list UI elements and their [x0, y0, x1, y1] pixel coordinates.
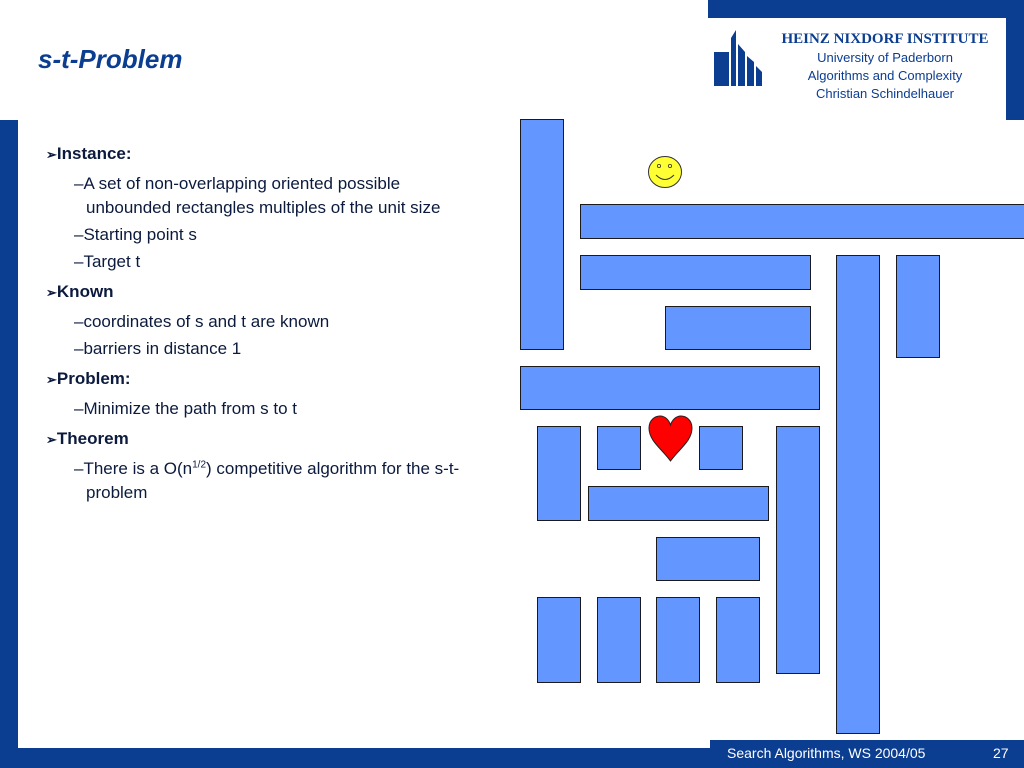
sub-item-text: Starting point s [83, 225, 197, 244]
sub-item: –A set of non-overlapping oriented possi… [74, 174, 441, 217]
barrier-rect [597, 426, 641, 470]
frame-right-bar [1006, 0, 1024, 120]
arrow-bullet-icon: ➢ [46, 147, 57, 162]
bullet-known: ➢Known [46, 277, 486, 307]
page-number: 27 [993, 745, 1009, 761]
sub-item-text: Target t [83, 252, 141, 271]
barrier-rect [665, 306, 811, 350]
barrier-rect [836, 255, 880, 734]
barrier-rect [597, 597, 641, 683]
theorem-exponent: 1/2 [192, 459, 207, 471]
footer-box [710, 740, 1024, 768]
smiley-face-icon [648, 156, 682, 188]
sub-item-text: Minimize the path from s to t [83, 399, 297, 418]
heart-icon [648, 415, 693, 462]
barrier-rect [537, 597, 581, 683]
frame-left-bar [0, 120, 18, 768]
barrier-rect [656, 597, 700, 683]
university-name: University of Paderborn [817, 50, 953, 65]
institute-name: HEINZ NIXDORF INSTITUTE [781, 31, 989, 47]
footer-course: Search Algorithms, WS 2004/05 [727, 745, 926, 761]
barrier-rect [520, 366, 820, 410]
slide-content: ➢Instance: –A set of non-overlapping ori… [46, 139, 486, 508]
barrier-rect [580, 204, 1024, 239]
arrow-bullet-icon: ➢ [46, 432, 57, 447]
sub-item: –barriers in distance 1 [74, 339, 242, 358]
barrier-rect [776, 426, 820, 674]
sub-item-theorem: –There is a O(n1/2) competitive algorith… [74, 459, 460, 502]
arrow-bullet-icon: ➢ [46, 372, 57, 387]
barrier-rect [580, 255, 811, 290]
sub-item: –Starting point s [74, 225, 197, 244]
bullet-problem: ➢Problem: [46, 364, 486, 394]
author-name: Christian Schindelhauer [815, 86, 955, 101]
frame-top-bar [708, 0, 1024, 18]
theorem-text-before: There is a O(n [83, 459, 193, 478]
sub-item: –Minimize the path from s to t [74, 399, 297, 418]
barrier-rect [699, 426, 743, 470]
institute-logo-icon [714, 30, 762, 86]
sub-item: –Target t [74, 252, 141, 271]
barrier-rect [537, 426, 581, 521]
bullet-label: Theorem [56, 429, 129, 448]
slide-title: s-t-Problem [38, 44, 183, 74]
barrier-rect [656, 537, 760, 581]
sub-item: –coordinates of s and t are known [74, 312, 330, 331]
barrier-rect [716, 597, 760, 683]
bullet-instance: ➢Instance: [46, 139, 486, 169]
bullet-label: Problem: [56, 369, 131, 388]
barrier-rect [520, 119, 564, 350]
bullet-theorem: ➢Theorem [46, 424, 486, 454]
arrow-bullet-icon: ➢ [46, 285, 57, 300]
bullet-label: Known [56, 282, 114, 301]
barrier-rect [588, 486, 769, 521]
barrier-rect [896, 255, 940, 358]
sub-item-text: barriers in distance 1 [83, 339, 242, 358]
bullet-label: Instance: [56, 144, 132, 163]
sub-item-text: A set of non-overlapping oriented possib… [83, 174, 441, 217]
sub-item-text: coordinates of s and t are known [83, 312, 330, 331]
institute-header: HEINZ NIXDORF INSTITUTE University of Pa… [760, 29, 1010, 103]
theorem-text-after: ) competitive algorithm for the s-t-prob… [86, 459, 460, 502]
group-name: Algorithms and Complexity [807, 68, 963, 83]
